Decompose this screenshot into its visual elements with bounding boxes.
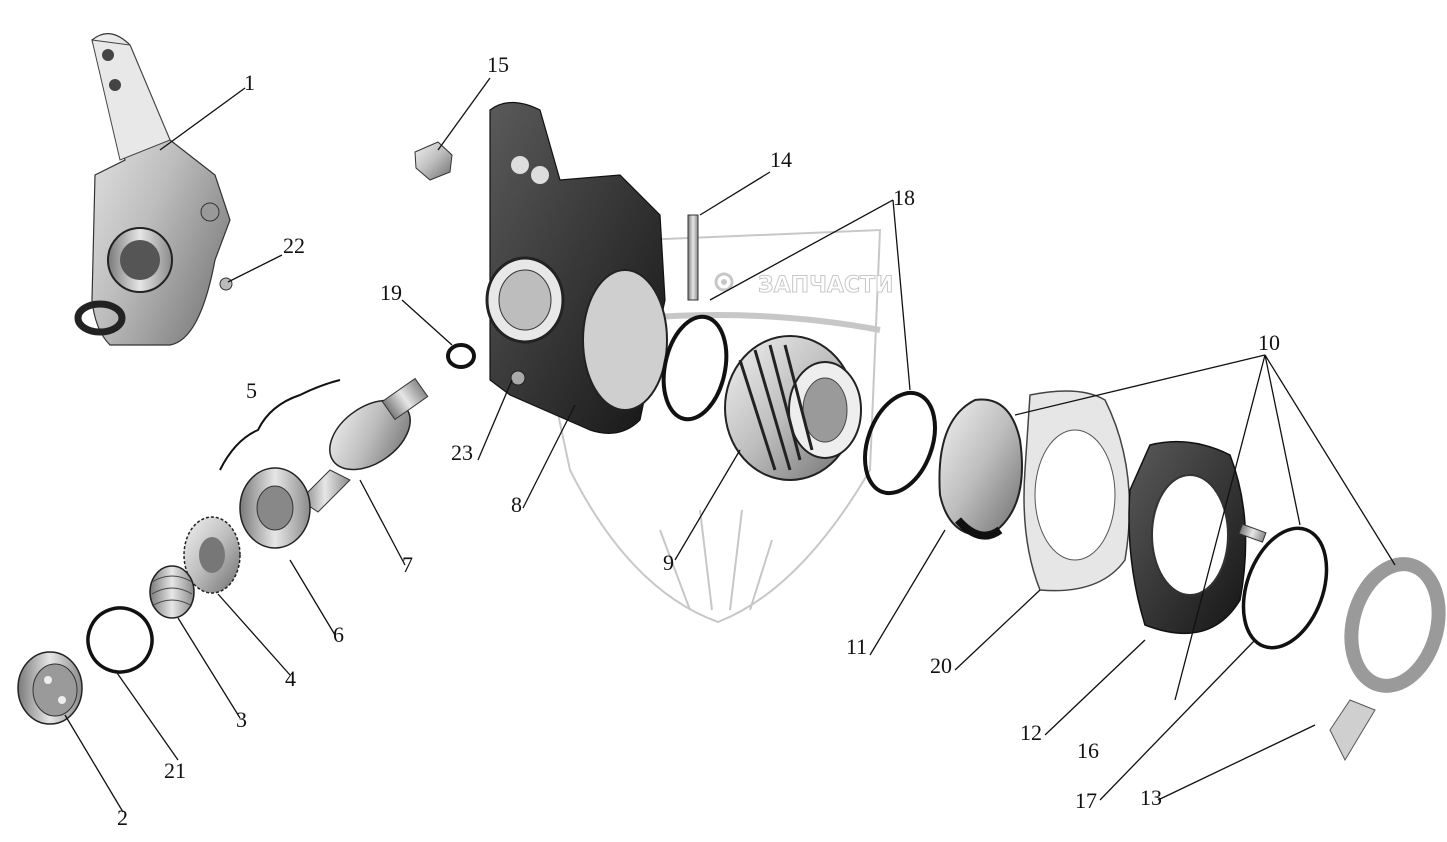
part-20-gasket <box>1023 390 1131 592</box>
watermark-shield <box>520 228 882 624</box>
part-18-oring-left <box>661 314 729 422</box>
part-12-cover-plate <box>1128 440 1247 635</box>
label-6: 6 <box>333 622 344 647</box>
part-5-wire <box>219 379 341 471</box>
part-4-gear <box>183 516 241 594</box>
label-11: 11 <box>846 634 867 659</box>
part-3-spring <box>149 565 195 619</box>
part-1-slack-adjuster <box>74 33 233 346</box>
label-21: 21 <box>164 758 186 783</box>
gear-icon <box>714 272 734 292</box>
label-12: 12 <box>1020 720 1042 745</box>
part-13-ring <box>1329 557 1446 762</box>
leader-lines <box>64 77 1396 813</box>
label-13: 13 <box>1140 785 1162 810</box>
part-18-oring-right <box>863 390 937 496</box>
wheat-emblem <box>659 509 773 611</box>
label-20: 20 <box>930 653 952 678</box>
label-8: 8 <box>511 492 522 517</box>
label-7: 7 <box>402 552 413 577</box>
part-17-oring <box>1241 526 1329 650</box>
part-15-plug <box>414 141 453 181</box>
callout-labels: 1 2 3 4 5 6 7 8 9 10 11 12 13 14 15 16 1… <box>117 52 1280 830</box>
label-3: 3 <box>236 707 247 732</box>
watermark-text: ЗАПЧАСТИ <box>758 273 893 298</box>
part-14-pin <box>687 214 699 301</box>
label-2: 2 <box>117 805 128 830</box>
label-23: 23 <box>451 440 473 465</box>
label-15: 15 <box>487 52 509 77</box>
label-16: 16 <box>1077 738 1099 763</box>
label-22: 22 <box>283 233 305 258</box>
part-16-bolt <box>1238 523 1267 543</box>
part-9-bushing <box>724 335 862 481</box>
label-9: 9 <box>663 550 674 575</box>
label-19: 19 <box>380 280 402 305</box>
label-1: 1 <box>244 70 255 95</box>
part-8-housing <box>485 101 668 434</box>
label-5: 5 <box>246 378 257 403</box>
part-21-oring <box>86 606 154 674</box>
label-14: 14 <box>770 147 792 172</box>
label-18: 18 <box>893 185 915 210</box>
label-10: 10 <box>1258 330 1280 355</box>
label-4: 4 <box>285 666 296 691</box>
part-2-cap <box>17 651 83 725</box>
part-11-seal <box>938 398 1023 540</box>
label-17: 17 <box>1075 788 1097 813</box>
part-6-worm-gear <box>239 467 311 549</box>
part-7-worm-shaft <box>299 377 429 513</box>
part-19-small-oring <box>446 343 476 369</box>
